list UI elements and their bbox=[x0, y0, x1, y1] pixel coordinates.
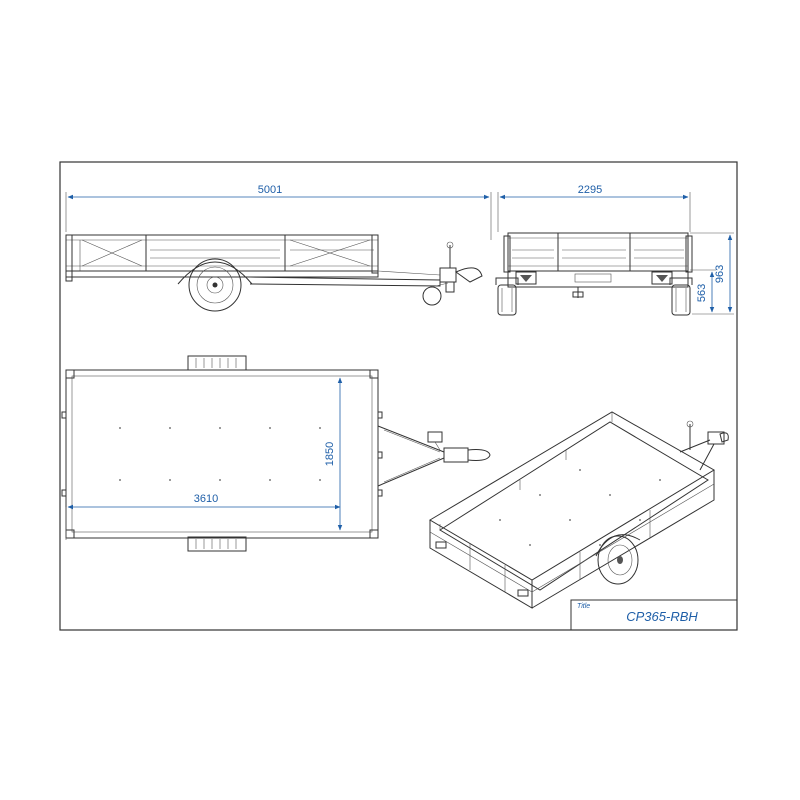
top-view bbox=[61, 355, 491, 552]
deck-length-label: 3610 bbox=[194, 493, 218, 505]
side-view bbox=[65, 234, 483, 312]
height-deck-label: 563 bbox=[696, 284, 708, 302]
title-block-label: Title bbox=[577, 603, 590, 610]
deck-width-label: 1850 bbox=[324, 442, 336, 466]
rear-view bbox=[495, 232, 693, 316]
model-name: CP365-RBH bbox=[626, 609, 698, 624]
overall-width-label: 2295 bbox=[578, 184, 602, 196]
overall-length-label: 5001 bbox=[258, 184, 282, 196]
isometric-view bbox=[429, 411, 729, 609]
height-total-label: 963 bbox=[714, 265, 726, 283]
title-block: Title CP365-RBH bbox=[570, 599, 737, 630]
drawing-frame bbox=[59, 161, 738, 631]
